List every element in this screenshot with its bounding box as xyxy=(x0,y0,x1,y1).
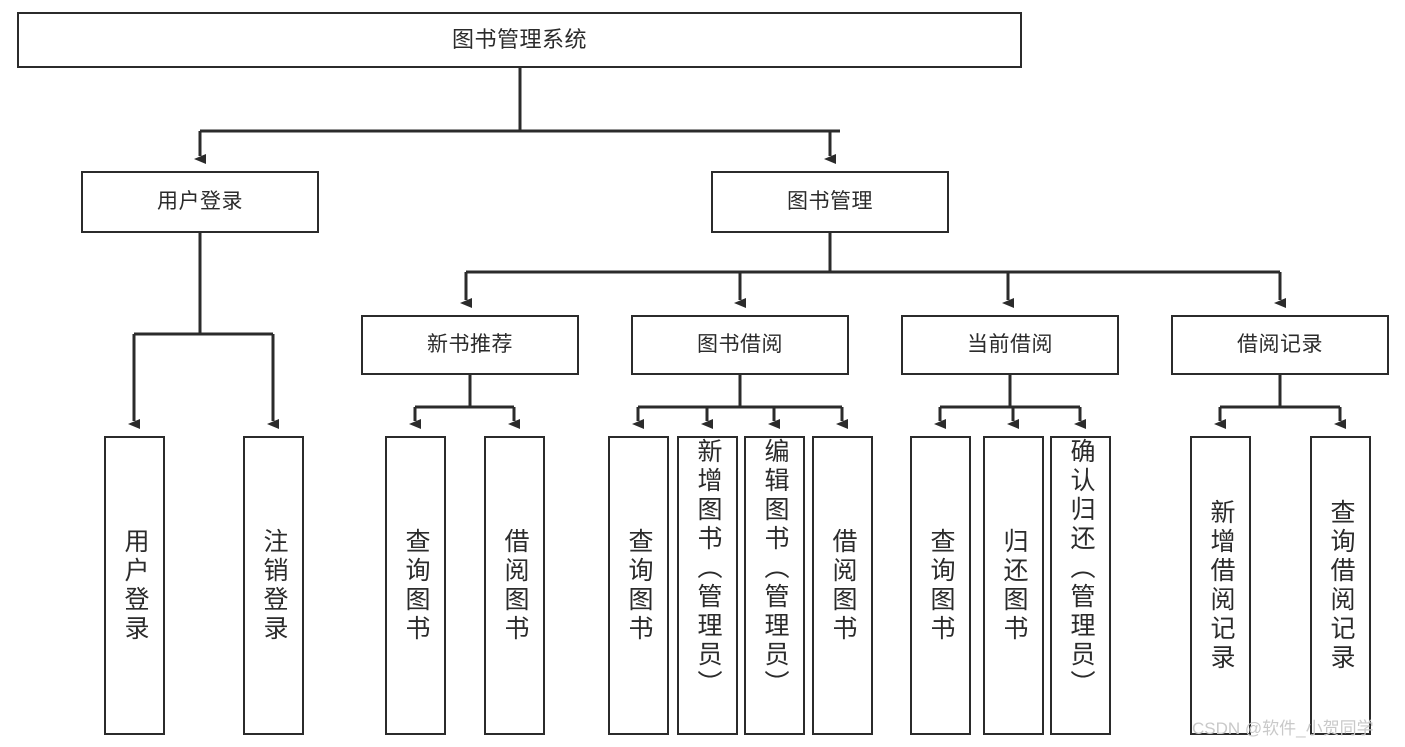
node-user-login[interactable]: 用户登录 xyxy=(81,171,319,233)
node-leaf-user-login[interactable]: 用户登录 xyxy=(104,436,165,735)
node-leaf-query-book-3[interactable]: 查询图书 xyxy=(910,436,971,735)
node-leaf-borrow-book-2[interactable]: 借阅图书 xyxy=(812,436,873,735)
node-leaf-query-borrow-record-label: 查询借阅记录 xyxy=(1327,498,1355,673)
node-leaf-add-borrow-record-label: 新增借阅记录 xyxy=(1207,498,1235,673)
node-leaf-return-book[interactable]: 归还图书 xyxy=(983,436,1044,735)
node-book-management[interactable]: 图书管理 xyxy=(711,171,949,233)
node-leaf-query-book-2-label: 查询图书 xyxy=(625,527,653,644)
node-leaf-confirm-return-admin-label: 确认归还（管理员） xyxy=(1067,438,1095,699)
node-leaf-return-book-label: 归还图书 xyxy=(1000,527,1028,644)
node-root[interactable]: 图书管理系统 xyxy=(17,12,1022,68)
node-user-login-label: 用户登录 xyxy=(157,189,243,213)
node-leaf-user-login-label: 用户登录 xyxy=(121,527,149,644)
node-leaf-query-book-2[interactable]: 查询图书 xyxy=(608,436,669,735)
node-leaf-confirm-return-admin[interactable]: 确认归还（管理员） xyxy=(1050,436,1111,735)
node-current-borrow[interactable]: 当前借阅 xyxy=(901,315,1119,375)
node-leaf-add-book-admin[interactable]: 新增图书（管理员） xyxy=(677,436,738,735)
node-leaf-query-borrow-record[interactable]: 查询借阅记录 xyxy=(1310,436,1371,735)
node-leaf-query-book-3-label: 查询图书 xyxy=(927,527,955,644)
node-root-label: 图书管理系统 xyxy=(451,27,587,53)
node-leaf-add-borrow-record[interactable]: 新增借阅记录 xyxy=(1190,436,1251,735)
node-leaf-logout[interactable]: 注销登录 xyxy=(243,436,304,735)
node-borrow-record[interactable]: 借阅记录 xyxy=(1171,315,1389,375)
node-current-borrow-label: 当前借阅 xyxy=(967,332,1053,356)
node-leaf-edit-book-admin-label: 编辑图书（管理员） xyxy=(761,438,789,699)
node-leaf-add-book-admin-label: 新增图书（管理员） xyxy=(694,438,722,699)
node-book-borrow[interactable]: 图书借阅 xyxy=(631,315,849,375)
csdn-watermark: CSDN @软件_小贺同学 xyxy=(1192,719,1374,738)
node-leaf-borrow-book-2-label: 借阅图书 xyxy=(829,527,857,644)
node-leaf-query-book-1[interactable]: 查询图书 xyxy=(385,436,446,735)
node-leaf-borrow-book-1-label: 借阅图书 xyxy=(501,527,529,644)
node-book-management-label: 图书管理 xyxy=(787,189,873,213)
node-borrow-record-label: 借阅记录 xyxy=(1237,332,1323,356)
node-new-book-recommend-label: 新书推荐 xyxy=(427,332,513,356)
node-new-book-recommend[interactable]: 新书推荐 xyxy=(361,315,579,375)
node-leaf-borrow-book-1[interactable]: 借阅图书 xyxy=(484,436,545,735)
node-leaf-logout-label: 注销登录 xyxy=(260,527,288,644)
node-leaf-edit-book-admin[interactable]: 编辑图书（管理员） xyxy=(744,436,805,735)
node-leaf-query-book-1-label: 查询图书 xyxy=(402,527,430,644)
node-book-borrow-label: 图书借阅 xyxy=(697,332,783,356)
